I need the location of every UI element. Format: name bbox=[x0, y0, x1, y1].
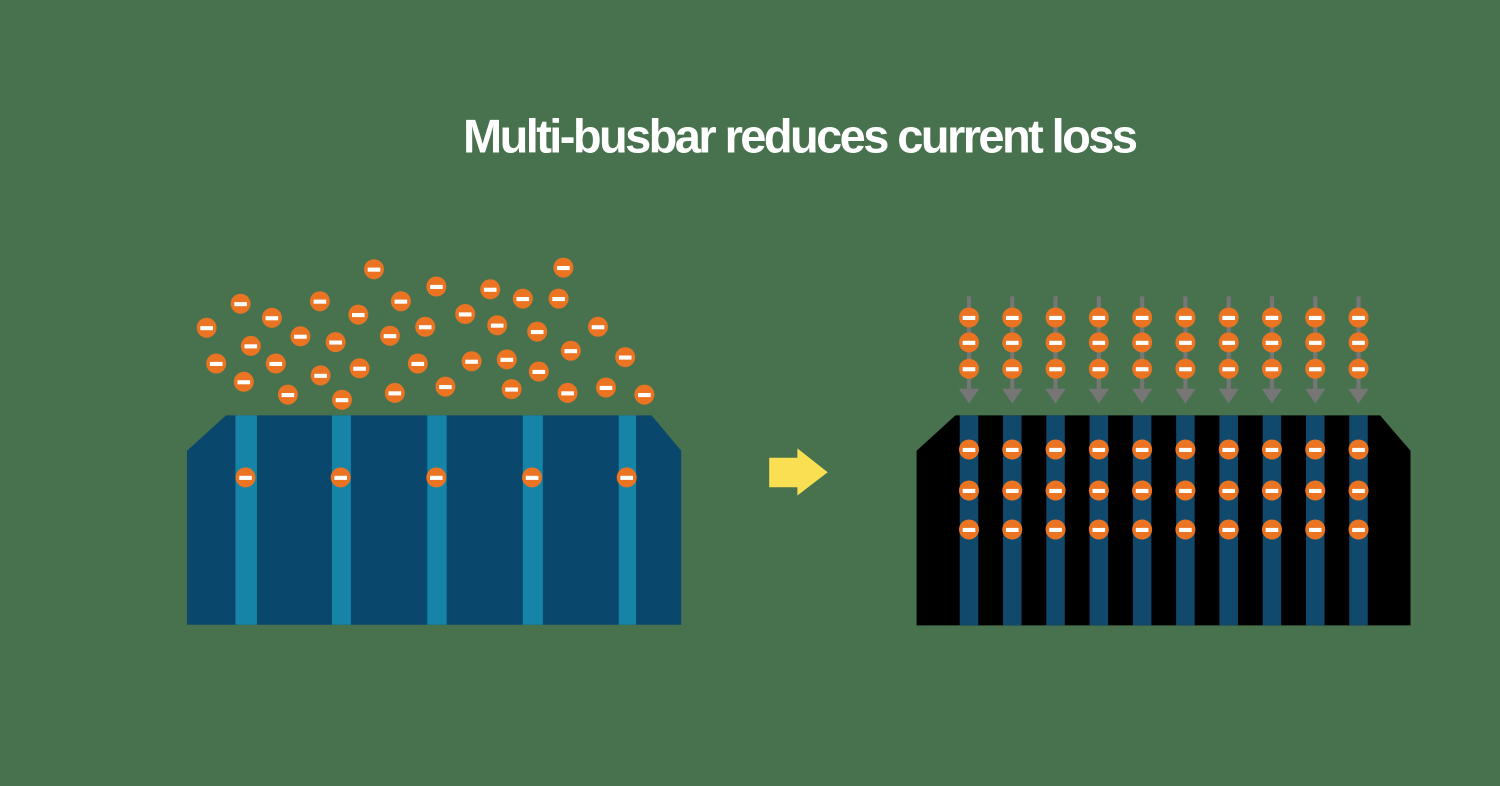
svg-text:Multi-busbar reduces current l: Multi-busbar reduces current loss bbox=[463, 110, 1138, 163]
